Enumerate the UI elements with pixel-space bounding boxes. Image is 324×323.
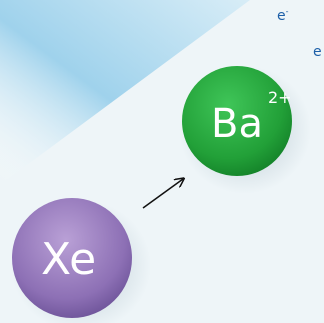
barium-ion-charge: 2+ [268, 88, 292, 107]
xenon-atom-symbol: Xe [41, 234, 97, 285]
arrow-icon [142, 179, 183, 209]
xenon-atom-sphere [12, 198, 132, 318]
barium-ion-symbol: Ba [211, 101, 263, 147]
laser-beam [0, 0, 250, 185]
electron-label: e [313, 44, 322, 60]
barium-ion-sphere [182, 66, 292, 176]
electron-label: e- [277, 7, 289, 24]
